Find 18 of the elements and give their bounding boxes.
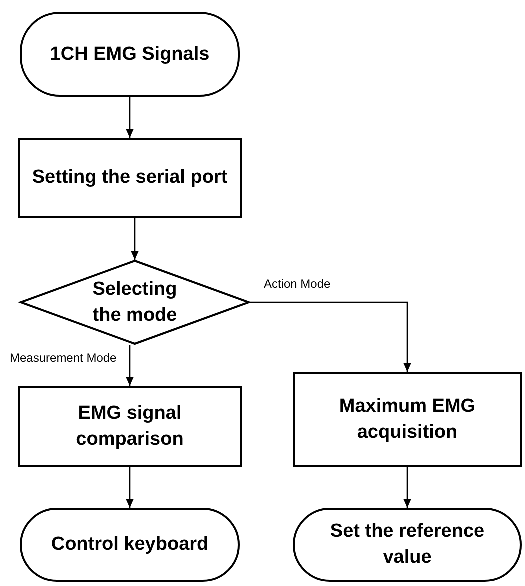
arrow (250, 302, 412, 372)
arrow (131, 218, 139, 260)
node-text: Set the reference value (329, 520, 486, 570)
node-text: Maximum EMG acquisition (338, 394, 477, 444)
edge-label: Measurement Mode (8, 351, 119, 365)
node-text: Selecting the mode (92, 278, 178, 328)
process-box (18, 138, 242, 218)
node-text: Setting the serial port (32, 166, 228, 190)
node-text: Control keyboard (51, 533, 209, 558)
process-box (293, 372, 522, 467)
node-text: EMG signal comparison (75, 402, 185, 452)
arrow (126, 345, 134, 386)
process-box (18, 386, 242, 467)
arrow (126, 97, 134, 138)
arrow (126, 467, 134, 508)
arrow (404, 467, 412, 508)
node-text: 1CH EMG Signals (50, 42, 210, 67)
edge-label: Action Mode (262, 277, 333, 291)
